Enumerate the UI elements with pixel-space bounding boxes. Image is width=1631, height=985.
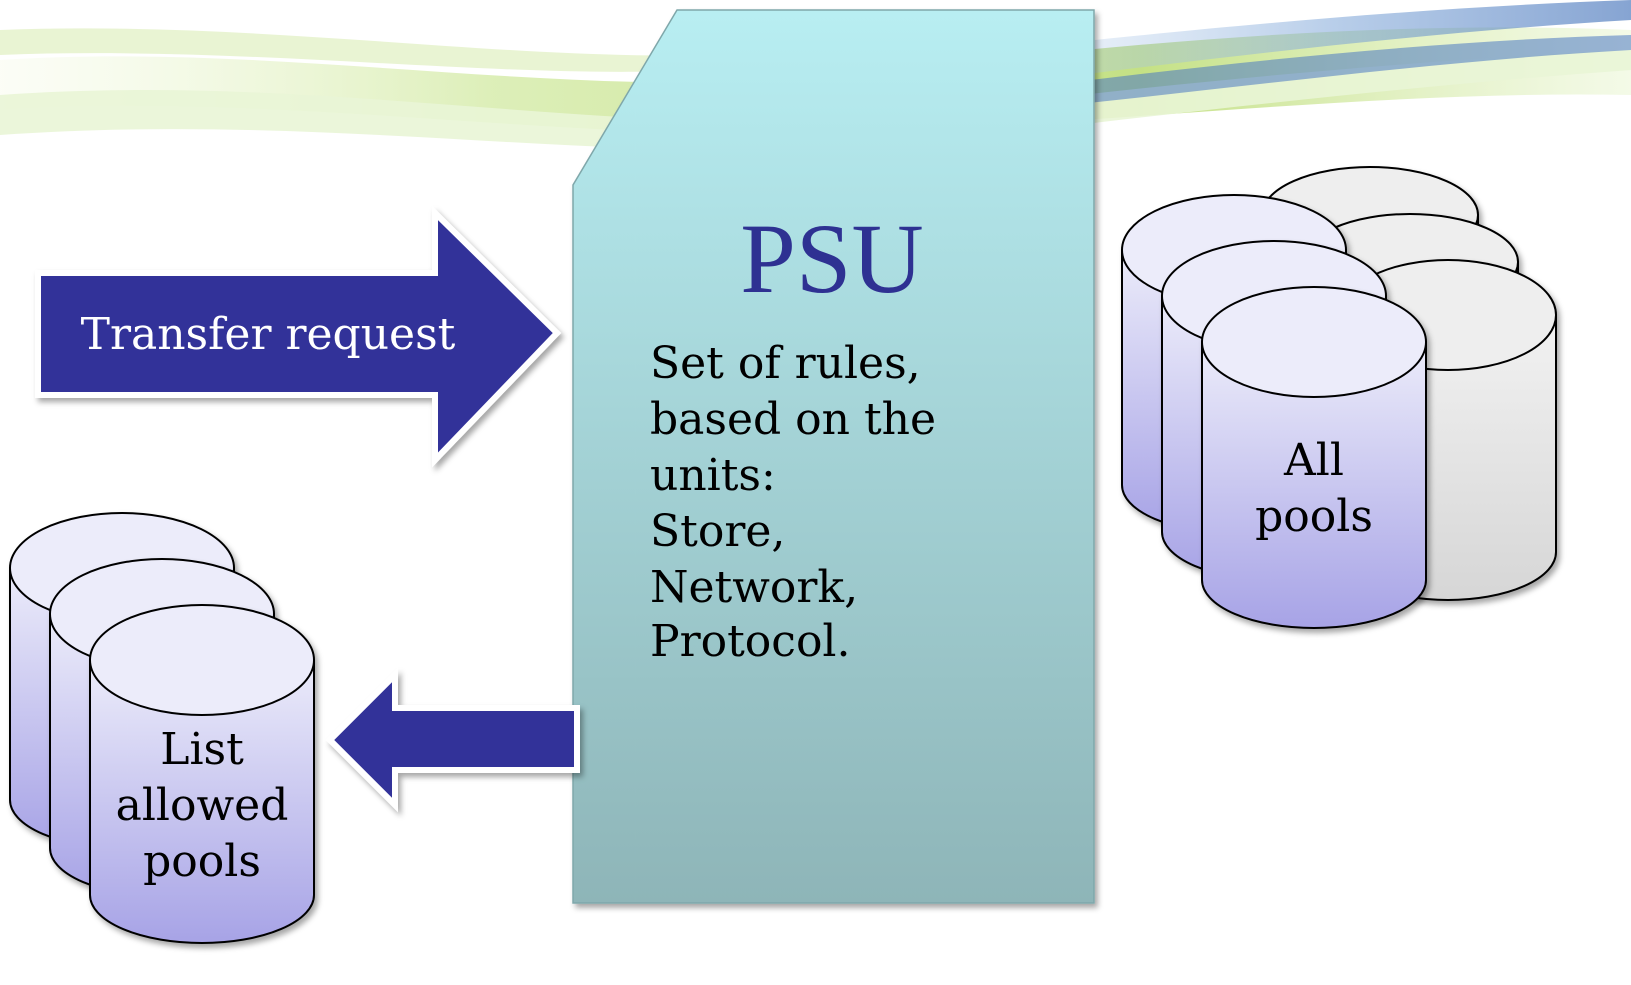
transfer-request-arrow	[35, 205, 562, 468]
psu-box	[572, 9, 1095, 904]
transfer-request-label: Transfer request	[81, 309, 456, 360]
psu-rule-line: Set of rules,	[650, 338, 921, 389]
allowed-pools-label: pools	[143, 836, 261, 887]
return-arrow	[325, 667, 580, 813]
psu-rule-line: Network,	[650, 562, 858, 613]
psu-rule-line: Store,	[650, 506, 785, 557]
psu-rules-text: Set of rules, based on the units: Store,…	[650, 338, 936, 667]
blue-cylinder	[1201, 286, 1427, 629]
all-pools-storage: All pools	[1121, 166, 1557, 629]
psu-rule-line: units:	[650, 450, 776, 501]
all-pools-label: pools	[1255, 491, 1373, 542]
psu-rule-line: Protocol.	[650, 616, 851, 667]
all-pools-label: All	[1283, 435, 1344, 486]
allowed-pools-label: List	[160, 724, 244, 775]
psu-rule-line: based on the	[650, 394, 936, 445]
blue-cylinder	[89, 604, 315, 944]
allowed-pools-label: allowed	[116, 780, 289, 831]
allowed-pools-storage: List allowed pools	[9, 512, 315, 944]
psu-title: PSU	[740, 203, 923, 314]
